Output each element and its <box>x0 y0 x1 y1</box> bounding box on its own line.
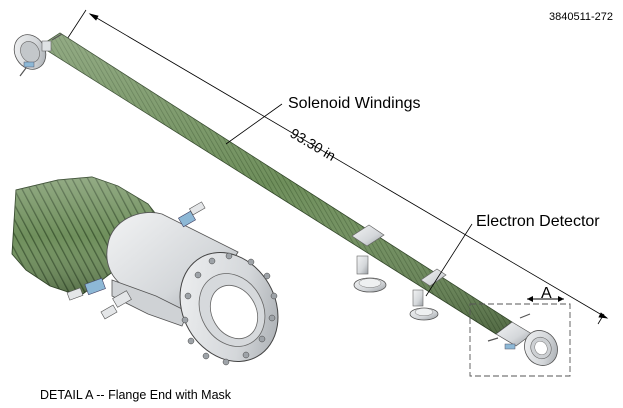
right-flange <box>487 313 558 366</box>
metal-band-1 <box>351 224 385 247</box>
solenoid-leader <box>225 103 283 145</box>
dimension-label: 93.30 in <box>287 125 338 164</box>
detail-fitting-top <box>178 201 206 228</box>
detail-a-view <box>11 176 279 366</box>
detector-leader <box>425 223 473 297</box>
solenoid-tube <box>39 32 513 335</box>
detail-marker: A <box>541 285 552 302</box>
figure-id: 3840511-272 <box>549 11 613 23</box>
solenoid-windings-label: Solenoid Windings <box>288 95 421 112</box>
detail-caption: DETAIL A -- Flange End with Mask <box>40 388 232 402</box>
electron-detector-label: Electron Detector <box>476 213 600 230</box>
side-port-lower <box>409 289 439 321</box>
detail-bolt-holes <box>181 252 278 366</box>
dimension-line <box>59 9 609 325</box>
detail-base-plate <box>111 279 189 327</box>
metal-band-2 <box>420 268 447 287</box>
left-flange <box>13 33 63 77</box>
side-port-upper <box>353 255 387 293</box>
tube-shading <box>40 33 512 334</box>
detail-fitting-bottom <box>100 290 132 320</box>
detail-fitting-left <box>66 277 106 301</box>
detail-flange-bore <box>209 284 259 340</box>
detail-a-box <box>469 296 571 377</box>
